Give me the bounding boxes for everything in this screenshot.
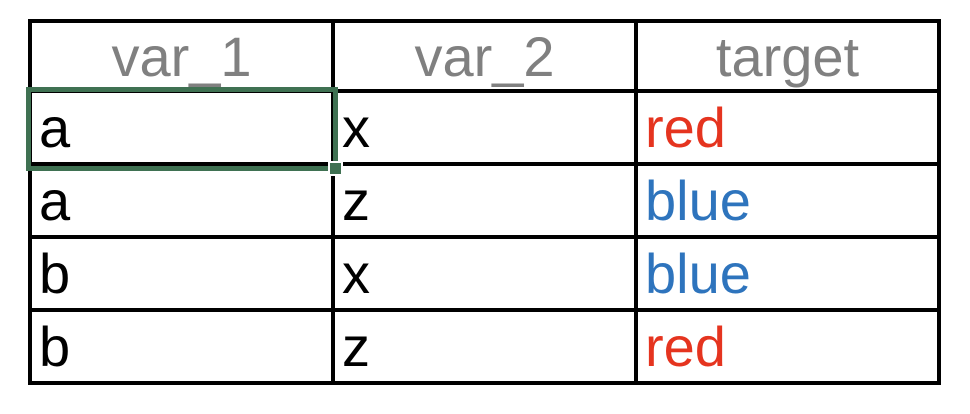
cell-var1[interactable]: a <box>28 162 335 239</box>
cell-var2[interactable]: x <box>331 89 638 166</box>
table-row: b z red <box>28 308 941 385</box>
cell-var2[interactable]: z <box>331 308 638 385</box>
cell-target[interactable]: red <box>634 89 941 166</box>
cell-selection-outline[interactable] <box>26 87 343 176</box>
header-row: var_1 var_2 target <box>28 19 941 93</box>
cell-var2[interactable]: z <box>331 162 638 239</box>
table-row: a z blue <box>28 162 941 239</box>
table-row: b x blue <box>28 235 941 312</box>
cell-target[interactable]: blue <box>634 235 941 312</box>
table-row: a x red <box>28 89 941 166</box>
column-header-var2[interactable]: var_2 <box>331 19 638 93</box>
column-header-var1[interactable]: var_1 <box>28 19 335 93</box>
fill-handle[interactable] <box>328 161 343 176</box>
cell-var1[interactable]: b <box>28 235 335 312</box>
cell-target[interactable]: red <box>634 308 941 385</box>
cell-var1[interactable]: a <box>28 89 335 166</box>
cell-var1[interactable]: b <box>28 308 335 385</box>
column-header-target[interactable]: target <box>634 19 941 93</box>
cell-var2[interactable]: x <box>331 235 638 312</box>
data-table: var_1 var_2 target a x red a z blue b x … <box>28 19 941 385</box>
cell-target[interactable]: blue <box>634 162 941 239</box>
